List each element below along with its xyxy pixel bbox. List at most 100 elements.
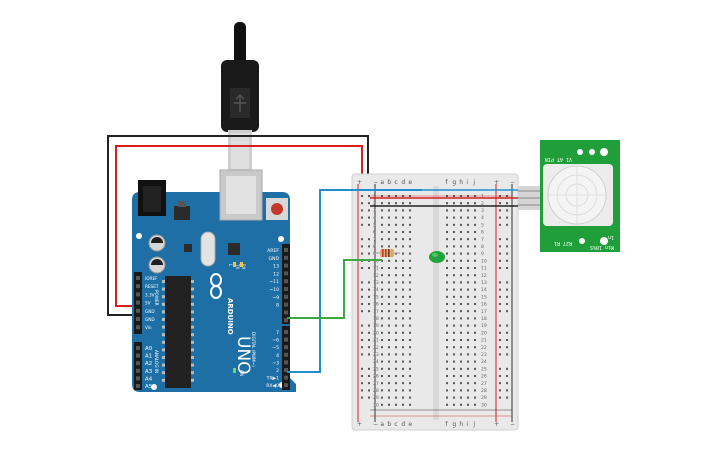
header-hole <box>284 294 288 299</box>
chip-leg <box>191 378 194 382</box>
rail-hole <box>506 310 508 313</box>
arduino-model: UNO <box>233 336 253 375</box>
rail-hole <box>506 367 508 370</box>
breadboard-hole <box>446 346 448 349</box>
breadboard-hole <box>381 231 383 233</box>
chip-leg <box>191 333 194 337</box>
breadboard-hole <box>395 245 397 248</box>
breadboard-hole <box>381 288 383 291</box>
breadboard-hole <box>460 238 462 241</box>
rail-hole <box>361 396 363 399</box>
breadboard-hole <box>460 281 462 284</box>
header-hole <box>136 346 140 350</box>
analog-header <box>134 342 142 390</box>
breadboard-hole <box>388 216 390 219</box>
header-hole <box>284 360 288 365</box>
header-hole <box>136 284 140 289</box>
rail-minus-bottom-right: − <box>510 421 515 428</box>
header-hole <box>284 368 288 372</box>
breadboard-hole <box>467 375 469 377</box>
breadboard-hole <box>467 231 469 233</box>
breadboard-hole <box>467 403 469 406</box>
breadboard-hole <box>453 295 455 298</box>
rail-hole <box>499 245 501 248</box>
digital-pin-label: ~11 <box>269 279 279 285</box>
header-hole <box>284 271 288 276</box>
digital-pin-label: TX▶1 <box>266 376 279 382</box>
rail-hole <box>368 238 370 241</box>
breadboard-hole <box>474 202 476 205</box>
rail-minus-top-right: − <box>510 179 515 186</box>
rail-hole <box>361 375 363 377</box>
breadboard-hole <box>460 331 462 334</box>
rail-plus-top-left: + <box>357 179 362 186</box>
breadboard-hole <box>453 252 455 255</box>
breadboard-hole <box>467 295 469 298</box>
digital-pin-label: 7 <box>276 330 279 336</box>
breadboard-hole <box>388 375 390 377</box>
breadboard-row-number: 19 <box>373 323 379 329</box>
breadboard-column-label: i <box>466 421 468 428</box>
breadboard-hole <box>381 267 383 269</box>
pir-top-text: V1 AT PIN <box>545 156 572 162</box>
breadboard-hole <box>409 245 411 248</box>
breadboard-hole <box>409 195 411 197</box>
breadboard-hole <box>409 231 411 233</box>
breadboard-hole <box>467 209 469 212</box>
header-hole <box>136 325 140 330</box>
breadboard-hole <box>381 382 383 385</box>
digital-pin-label: ~10 <box>269 287 279 293</box>
breadboard-row-number: 10 <box>481 258 487 264</box>
analog-pin-label: A3 <box>145 369 152 375</box>
breadboard-hole <box>460 267 462 269</box>
breadboard-hole <box>395 303 397 305</box>
breadboard-hole <box>460 252 462 255</box>
breadboard-row-number: 20 <box>373 330 379 336</box>
rail-hole <box>368 202 370 205</box>
chip-leg <box>162 295 165 299</box>
breadboard-hole <box>395 295 397 298</box>
rail-hole <box>368 267 370 269</box>
rail-hole <box>368 396 370 399</box>
rail-hole <box>499 353 501 356</box>
breadboard-hole <box>474 252 476 255</box>
rail-hole <box>361 281 363 284</box>
breadboard-hole <box>381 295 383 298</box>
breadboard-hole <box>409 259 411 262</box>
header-hole <box>136 317 140 321</box>
header-hole <box>284 375 288 380</box>
breadboard-row-number: 18 <box>373 316 379 322</box>
breadboard-hole <box>467 223 469 226</box>
breadboard-column-label: f <box>445 179 448 186</box>
rail-hole <box>506 267 508 269</box>
digital-pin-label: 13 <box>273 264 279 270</box>
breadboard-hole <box>467 331 469 334</box>
breadboard-hole <box>388 360 390 363</box>
chip-leg <box>162 340 165 344</box>
breadboard-hole <box>409 310 411 313</box>
breadboard-hole <box>402 267 404 269</box>
header-hole <box>284 302 288 307</box>
breadboard-hole <box>474 346 476 349</box>
breadboard-hole <box>402 331 404 334</box>
breadboard-hole <box>395 231 397 233</box>
breadboard-hole <box>453 310 455 313</box>
breadboard-hole <box>460 202 462 205</box>
breadboard-row-number: 7 <box>481 237 484 243</box>
breadboard-hole <box>395 346 397 349</box>
breadboard-hole <box>388 231 390 233</box>
breadboard-hole <box>453 403 455 406</box>
pir-side-text-left: Min 10%S <box>590 244 614 250</box>
breadboard-hole <box>381 209 383 212</box>
rail-hole <box>499 223 501 226</box>
breadboard-hole <box>474 259 476 262</box>
chip-leg <box>162 378 165 382</box>
breadboard-hole <box>467 324 469 327</box>
analog-pin-label: A4 <box>145 376 153 382</box>
breadboard-hole <box>395 317 397 320</box>
chip-leg <box>191 302 194 306</box>
breadboard-column-label: a <box>380 179 384 186</box>
breadboard-hole <box>388 281 390 284</box>
breadboard-hole <box>381 331 383 334</box>
